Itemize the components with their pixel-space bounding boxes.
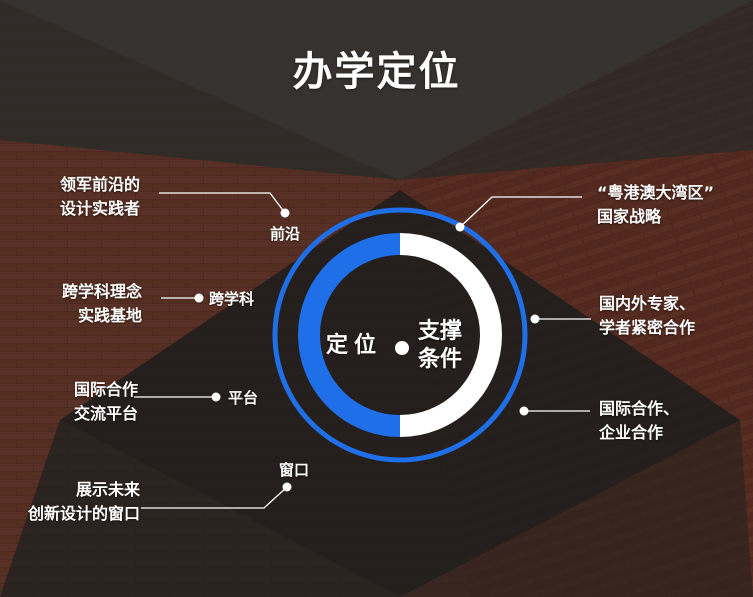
support-line: 国家战略	[597, 207, 662, 226]
description-frontier: 领军前沿的 设计实践者	[24, 173, 140, 221]
label-frontier: 前沿	[270, 225, 301, 243]
center-label-support-line: 条件	[418, 347, 463, 372]
center-dot	[395, 341, 409, 355]
description-line: 展示未来	[75, 480, 140, 499]
description-line: 跨学科理念	[61, 282, 142, 301]
connector-frontier	[159, 192, 286, 214]
description-line: 实践基地	[77, 306, 142, 325]
inner-ring-white-half	[399, 233, 502, 437]
connector-greater-bay-area	[459, 196, 582, 228]
description-line: 国际合作	[73, 380, 138, 399]
support-line: 国内外专家、	[599, 294, 696, 313]
support-cooperation: 国际合作、 企业合作	[599, 397, 679, 445]
dot-window	[282, 482, 292, 492]
dot-platform	[211, 392, 221, 402]
support-greater-bay-area: “粤港澳大湾区” 国家战略	[597, 181, 714, 229]
connector-window	[141, 486, 288, 509]
description-line: 创新设计的窗口	[27, 504, 140, 523]
description-window: 展示未来 创新设计的窗口	[2, 478, 140, 526]
description-line: 交流平台	[73, 404, 138, 423]
support-line: 企业合作	[599, 423, 664, 442]
label-platform: 平台	[228, 389, 259, 407]
description-interdisciplinary: 跨学科理念 实践基地	[24, 280, 142, 328]
description-line: 设计实践者	[59, 199, 140, 218]
description-platform: 国际合作 交流平台	[24, 378, 138, 426]
dot-frontier	[280, 208, 290, 218]
center-label-support: 支撑 条件	[418, 318, 462, 374]
support-line: 国际合作、	[599, 399, 680, 418]
page-title: 办学定位	[292, 49, 461, 95]
support-line: 学者紧密合作	[599, 318, 696, 337]
support-experts: 国内外专家、 学者紧密合作	[599, 292, 695, 340]
outer-ring	[272, 207, 528, 463]
description-line: 领军前沿的	[59, 175, 140, 194]
center-label-positioning: 定位	[326, 333, 383, 358]
support-line: “粤港澳大湾区”	[597, 183, 715, 202]
label-window: 窗口	[279, 461, 310, 479]
label-interdisciplinary: 跨学科	[209, 290, 255, 308]
inner-ring-blue-half	[298, 233, 401, 437]
center-label-support-line: 支撑	[418, 319, 463, 344]
dot-experts	[530, 314, 540, 324]
dot-cooperation	[519, 406, 529, 416]
dot-greater-bay-area	[455, 222, 465, 232]
dot-interdisciplinary	[194, 293, 204, 303]
